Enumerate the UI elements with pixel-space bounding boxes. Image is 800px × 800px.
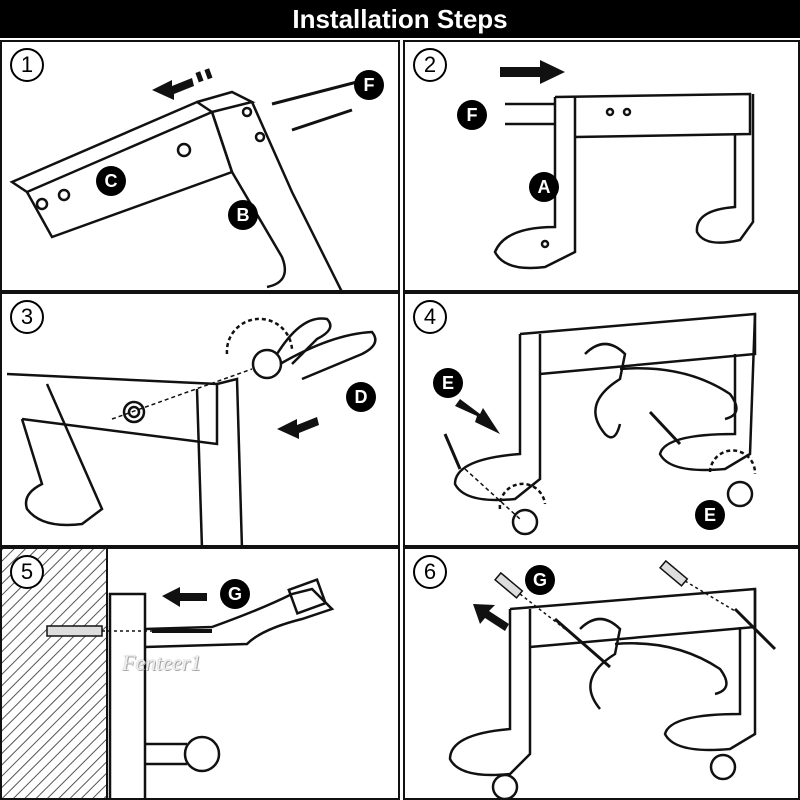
step-number: 1 (10, 48, 44, 82)
part-label-a: A (529, 172, 559, 202)
part-label-b: B (228, 200, 258, 230)
page-title: Installation Steps (0, 0, 800, 38)
step-number: 6 (413, 555, 447, 589)
step-4-illustration (443, 312, 757, 536)
step-5-panel: 5 G (0, 547, 400, 800)
watermark: Fenteer1 (122, 650, 202, 675)
step-5-illustration (2, 549, 335, 798)
step-1-illustration (9, 68, 358, 290)
part-label-f: F (457, 100, 487, 130)
part-label-g: G (525, 565, 555, 595)
step-4-panel: 4 E E (403, 292, 800, 547)
step-number: 3 (10, 300, 44, 334)
step-6-illustration (448, 559, 777, 798)
part-label-e: E (695, 500, 725, 530)
step-number: 2 (413, 48, 447, 82)
part-label-d: D (346, 382, 376, 412)
part-label-e: E (433, 368, 463, 398)
step-number: 4 (413, 300, 447, 334)
part-label-g: G (220, 579, 250, 609)
step-number: 5 (10, 555, 44, 589)
part-label-f: F (354, 70, 384, 100)
part-label-c: C (96, 166, 126, 196)
step-3-illustration (6, 317, 377, 545)
step-3-panel: 3 D (0, 292, 400, 547)
step-2-illustration (493, 60, 755, 270)
step-6-panel: 6 G (403, 547, 800, 800)
step-2-panel: 2 F A (403, 40, 800, 292)
step-1-panel: 1 F C B (0, 40, 400, 292)
